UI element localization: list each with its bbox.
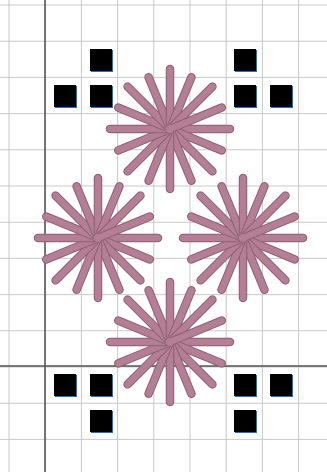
stitch-center (94, 234, 102, 242)
stitch-center (166, 125, 174, 133)
eyelet-stitch (38, 178, 158, 298)
eyelet-stitch (110, 282, 230, 402)
black-square (90, 410, 112, 432)
stitch-center (166, 338, 174, 346)
black-square (270, 85, 292, 107)
black-square (90, 374, 112, 396)
black-square (54, 374, 76, 396)
black-square (270, 374, 292, 396)
black-square (234, 49, 256, 71)
black-square (234, 410, 256, 432)
eyelet-stitch (110, 69, 230, 189)
eyelet-stitch (183, 178, 303, 298)
black-square (90, 49, 112, 71)
black-square (234, 85, 256, 107)
stitch-center (239, 234, 247, 242)
black-square (234, 374, 256, 396)
black-square (54, 85, 76, 107)
black-square (90, 85, 112, 107)
